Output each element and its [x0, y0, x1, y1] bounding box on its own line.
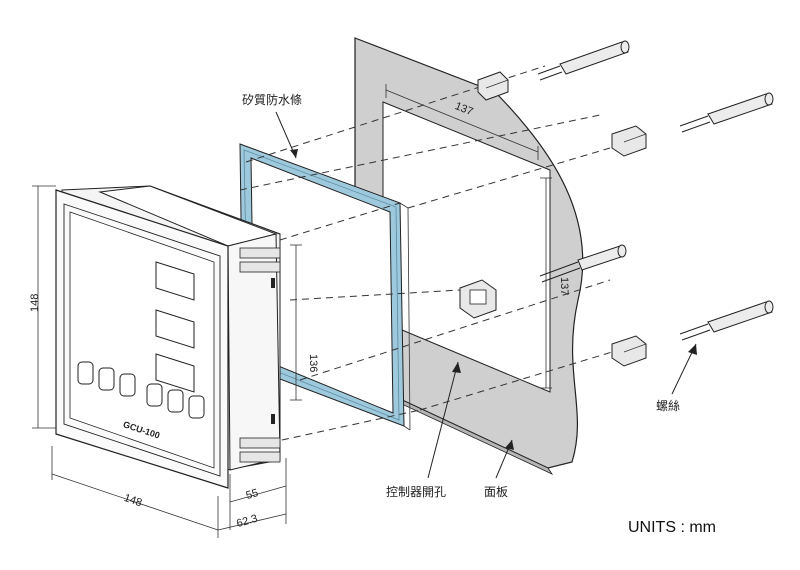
- front-button-4: [146, 383, 163, 407]
- screw-2: [679, 92, 774, 133]
- front-button-2: [98, 367, 115, 391]
- display-window-1: [155, 261, 195, 301]
- depth-dimensions: 55 62.3: [217, 458, 287, 531]
- cutout-height-dimension: 137: [540, 177, 570, 389]
- front-height-label: 148: [29, 294, 41, 312]
- front-height-dimension: 148: [29, 185, 56, 429]
- panel-label: 面板: [484, 485, 508, 499]
- callout-screw: 螺絲: [656, 343, 697, 413]
- units-label: UNITS : mm: [628, 519, 716, 536]
- screw-3: [539, 244, 627, 283]
- screw-4: [679, 300, 774, 341]
- front-button-6: [188, 395, 205, 419]
- front-width-dimension: 148: [51, 446, 219, 538]
- display-window-3: [155, 353, 195, 393]
- display-window-2: [155, 309, 195, 349]
- cutout-height-label: 137: [558, 277, 570, 295]
- mounting-clip-1: [477, 71, 509, 101]
- callout-panel: 面板: [484, 439, 514, 499]
- front-button-5: [167, 389, 184, 413]
- mounting-panel: [353, 37, 584, 475]
- alignment-lines: [239, 65, 613, 441]
- screw-label: 螺絲: [656, 398, 680, 413]
- gasket-height-dimension: 136: [290, 244, 319, 401]
- front-width-label: 148: [122, 492, 143, 509]
- front-button-3: [119, 373, 136, 397]
- depth-total-label: 62.3: [235, 513, 259, 530]
- mounting-clip-4: [611, 335, 647, 367]
- controller-gcu-100: GCU-100: [55, 185, 281, 489]
- depth-body-label: 55: [245, 487, 260, 502]
- gasket-height-label: 136: [307, 354, 319, 372]
- front-button-1: [77, 361, 94, 385]
- callout-cutout: 控制器開孔: [386, 361, 461, 499]
- callout-gasket: 矽質防水條: [242, 92, 302, 159]
- mounting-clip-3: [459, 279, 497, 319]
- screw-1: [537, 40, 630, 81]
- cutout-label: 控制器開孔: [386, 485, 446, 499]
- gasket-label: 矽質防水條: [242, 92, 302, 107]
- mounting-clip-2: [611, 125, 647, 157]
